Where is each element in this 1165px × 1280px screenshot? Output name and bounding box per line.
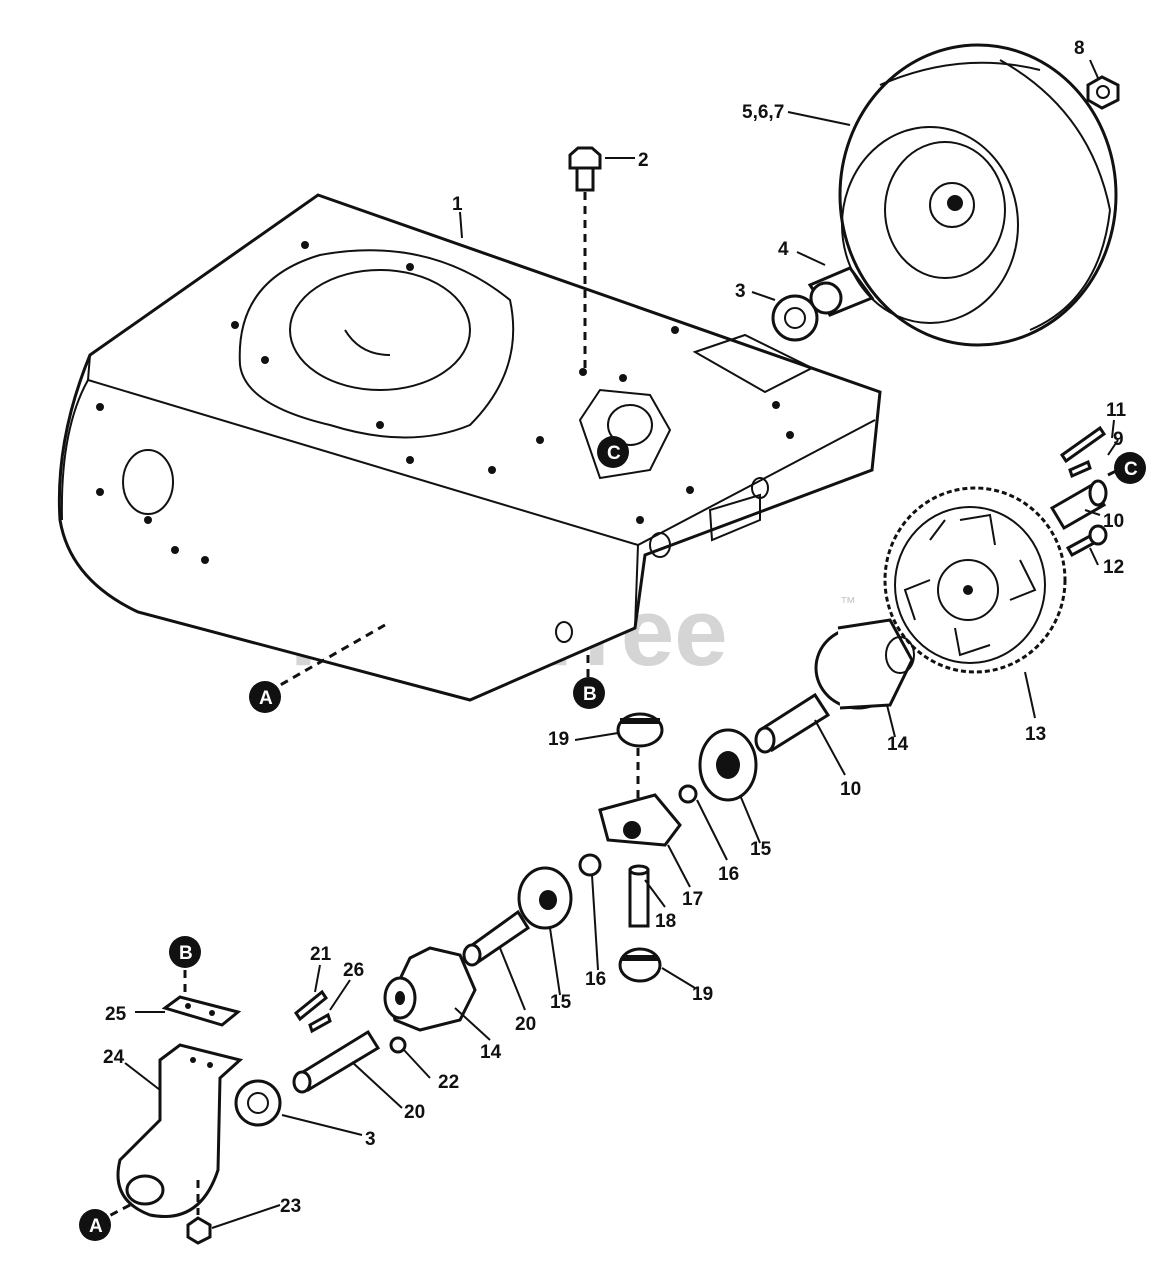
label-part-14-left: 14 (480, 1042, 502, 1063)
plate-part-25 (161, 995, 242, 1027)
bevel-gear-part-15-right (698, 728, 758, 802)
svg-text:B: B (179, 943, 193, 964)
label-part-25: 25 (105, 1004, 127, 1025)
label-part-16-right: 16 (718, 864, 739, 885)
bearing-part-3-bottom (234, 1079, 282, 1127)
svg-text:A: A (89, 1216, 103, 1237)
callout-a-upper: A (249, 681, 281, 713)
bevel-gear-part-15-left (517, 866, 573, 930)
frame-housing (57, 193, 882, 702)
label-part-8: 8 (1074, 38, 1085, 59)
label-part-2: 2 (638, 150, 649, 171)
label-part-23: 23 (280, 1196, 301, 1217)
svg-text:A: A (259, 688, 273, 709)
svg-text:C: C (607, 443, 621, 464)
label-part-26: 26 (343, 960, 364, 981)
nut-part-22 (389, 1036, 407, 1054)
case-part-14-left (383, 946, 477, 1032)
callout-c-right: C (1114, 452, 1146, 484)
spacer-part-4 (807, 266, 875, 317)
label-part-19-bottom: 19 (692, 984, 713, 1005)
label-part-14-right: 14 (887, 734, 909, 755)
bearing-part-3-top (771, 294, 819, 342)
pin-part-21 (293, 989, 329, 1022)
label-part-16-left: 16 (585, 969, 606, 990)
label-part-3-bottom: 3 (365, 1129, 376, 1150)
key-part-9 (1068, 459, 1092, 479)
pin-part-18 (628, 864, 650, 928)
label-part-5-6-7: 5,6,7 (742, 102, 784, 123)
label-part-3-top: 3 (735, 281, 746, 302)
nut-part-8 (1086, 75, 1120, 110)
bolt-part-12 (1065, 524, 1108, 558)
wheel-tire-part-5-6-7 (838, 43, 1118, 347)
label-part-9: 9 (1113, 429, 1124, 450)
label-part-15-right: 15 (750, 839, 772, 860)
callout-b-upper: B (573, 677, 605, 709)
watermark-trademark: ™ (840, 595, 856, 612)
carrier-part-17 (598, 793, 682, 847)
key-part-26 (308, 1012, 332, 1034)
case-part-14-right (814, 618, 915, 710)
label-part-10-mid: 10 (840, 779, 861, 800)
label-part-11: 11 (1106, 400, 1127, 421)
callout-c-frame: C (597, 436, 629, 468)
label-part-17: 17 (682, 889, 703, 910)
label-part-13: 13 (1025, 724, 1046, 745)
leader-lines (124, 59, 1119, 1229)
label-part-4: 4 (778, 239, 789, 260)
svg-text:C: C (1124, 459, 1138, 480)
washer-part-16-left (578, 853, 602, 877)
bracket-part-24 (116, 1043, 244, 1218)
washer-part-16-right (678, 784, 698, 804)
label-part-21: 21 (310, 944, 332, 965)
gear-part-13 (883, 486, 1067, 674)
label-part-15-left: 15 (550, 992, 572, 1013)
spider-gear-part-19-bottom (618, 947, 662, 983)
shaft-part-20-lower (292, 1029, 381, 1094)
label-part-12: 12 (1103, 557, 1124, 578)
label-part-24: 24 (103, 1047, 125, 1068)
label-part-22: 22 (438, 1072, 459, 1093)
callout-b-lower: B (169, 936, 201, 968)
label-part-10-top: 10 (1103, 511, 1124, 532)
label-part-19-top: 19 (548, 729, 569, 750)
shaft-part-10-top (1049, 479, 1108, 531)
callout-a-lower: A (79, 1209, 111, 1241)
svg-text:B: B (583, 684, 597, 705)
shaft-part-20-upper (462, 909, 531, 967)
bolt-part-2 (568, 146, 602, 370)
label-part-1: 1 (452, 194, 463, 215)
pin-part-11 (1059, 425, 1107, 464)
label-part-20-lower: 20 (404, 1102, 425, 1123)
label-part-18: 18 (655, 911, 676, 932)
nut-part-23 (186, 1180, 212, 1245)
label-part-20-upper: 20 (515, 1014, 536, 1035)
shaft-part-10-mid (754, 692, 831, 754)
